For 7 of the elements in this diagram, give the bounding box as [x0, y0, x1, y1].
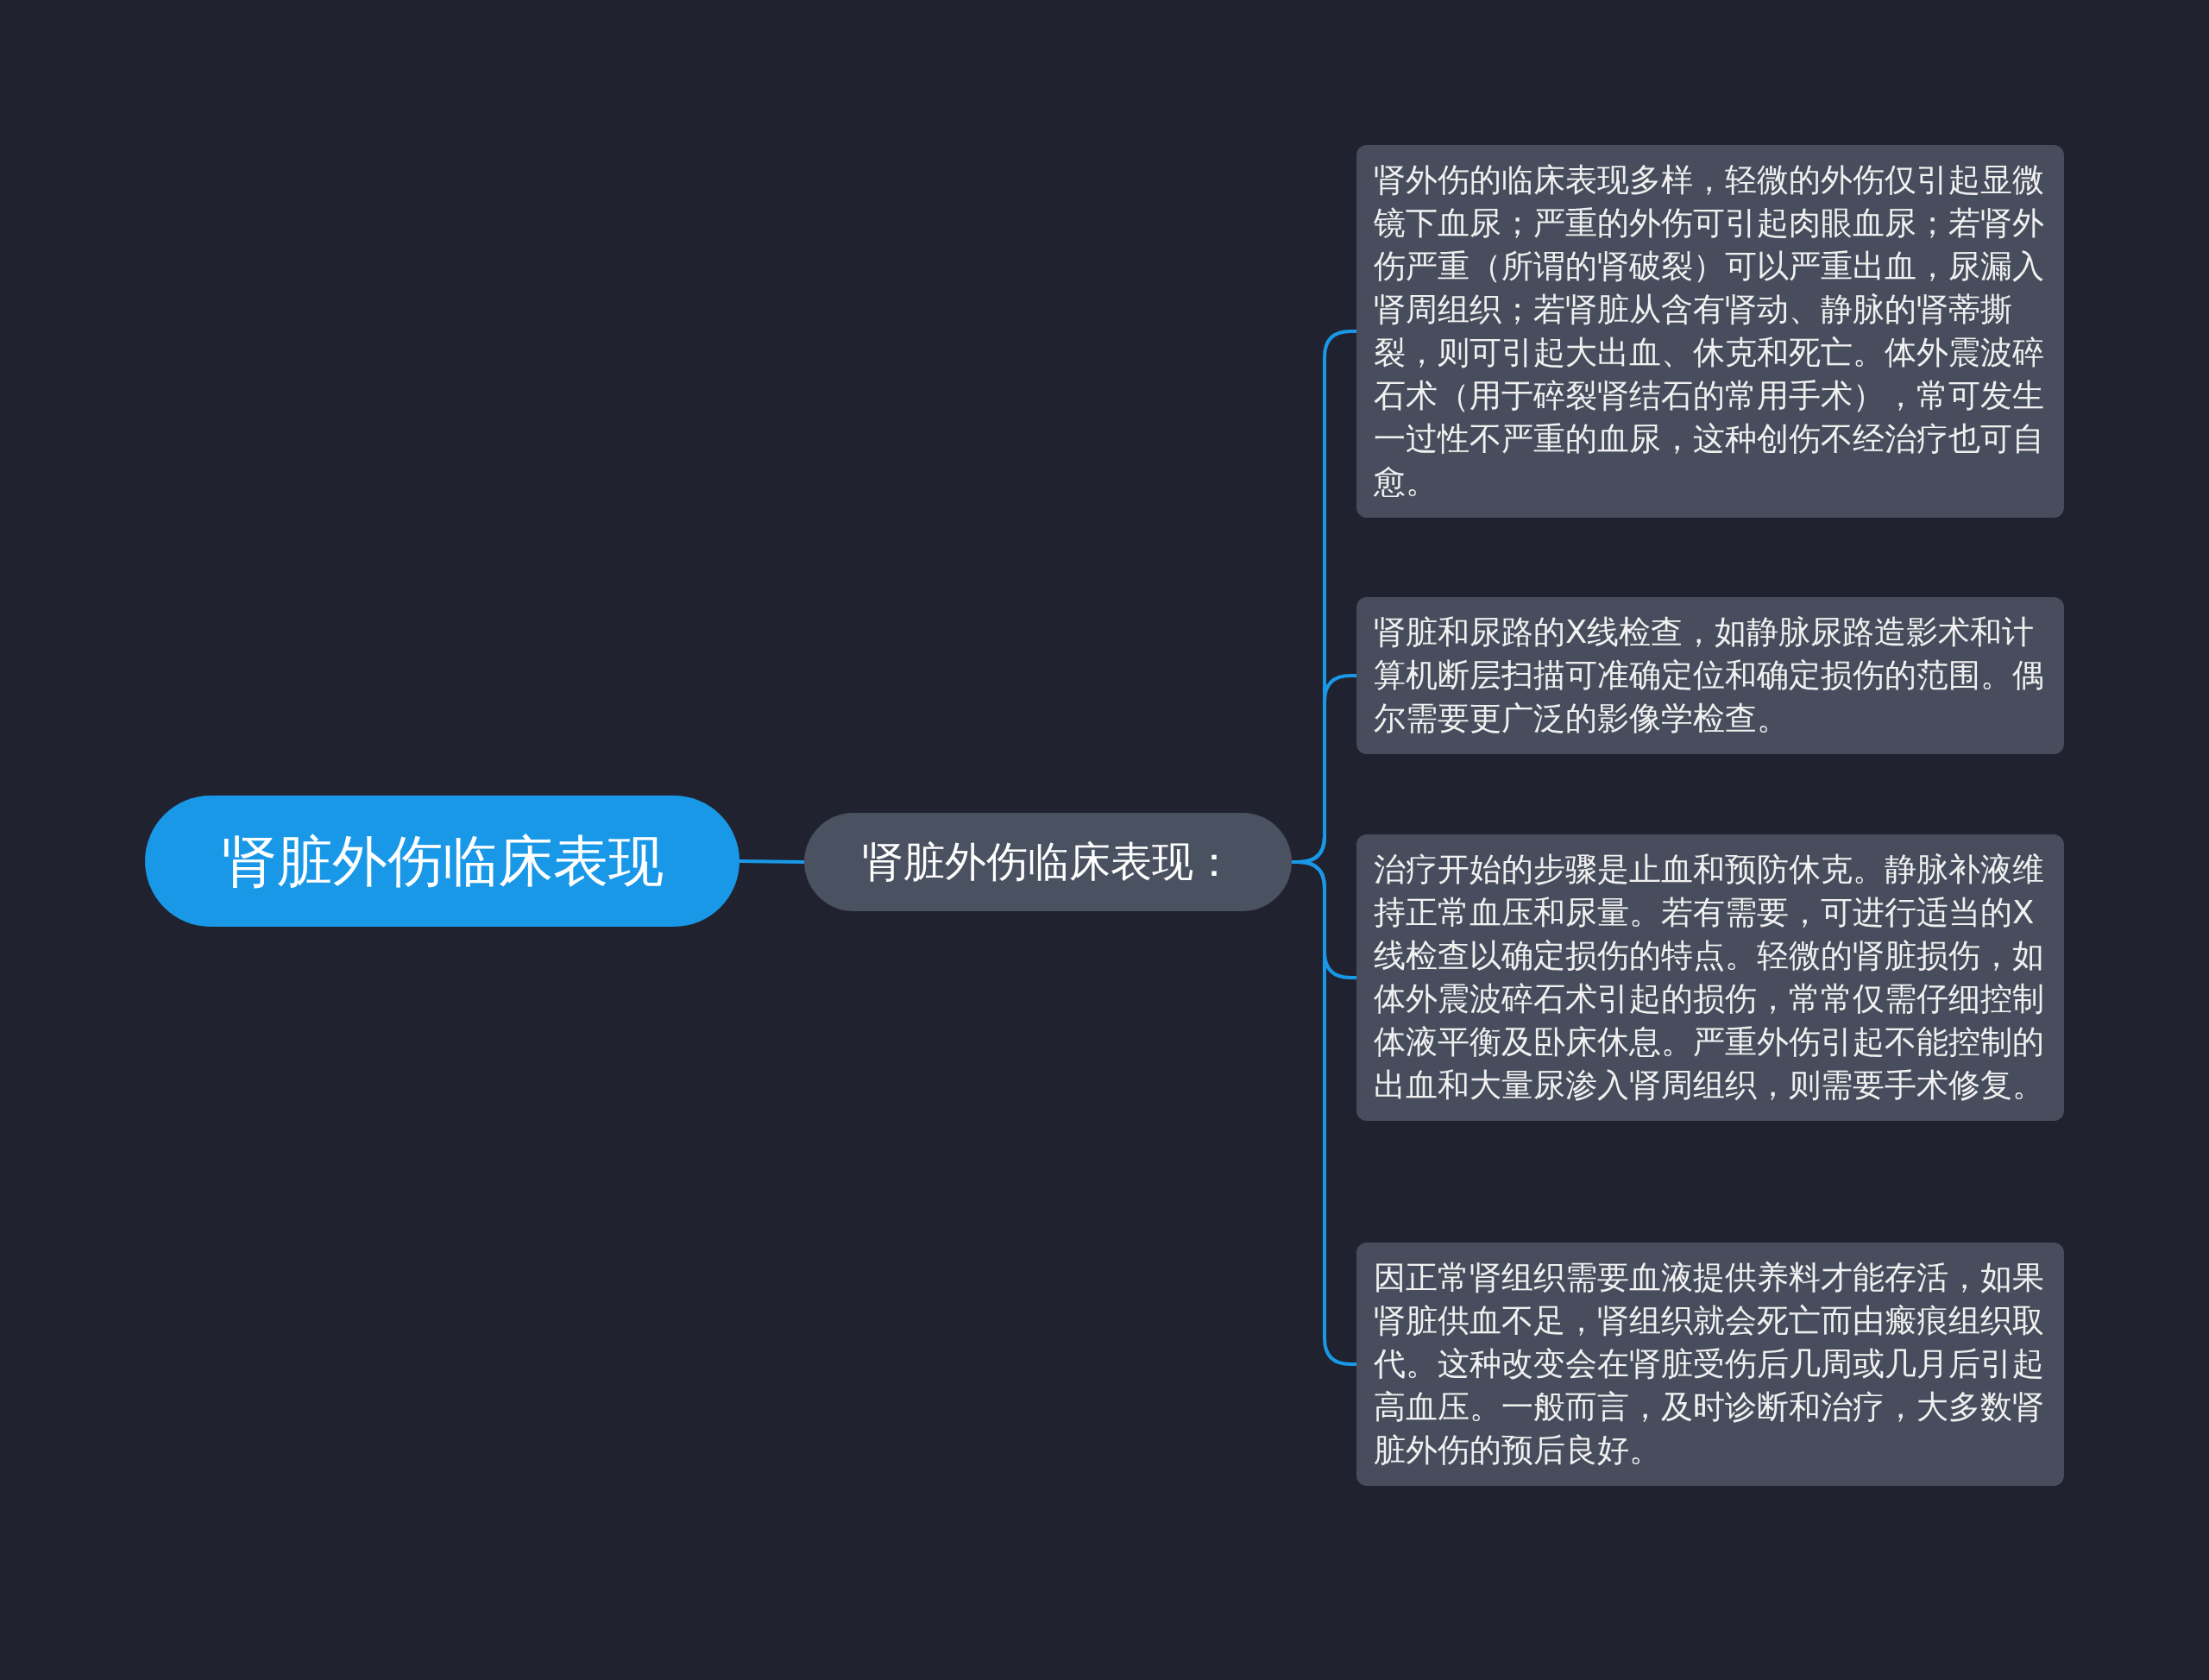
text-box: 肾脏和尿路的X线检查，如静脉尿路造影术和计算机断层扫描可准确定位和确定损伤的范围。偶尔需要更广泛的影像学检查。: [1356, 597, 2064, 754]
text-box: 肾外伤的临床表现多样，轻微的外伤仅引起显微镜下血尿；严重的外伤可引起肉眼血尿；若肾外伤严重（所谓的肾破裂）可以严重出血，尿漏入肾周组织；若肾脏从含有肾动、静脉的肾蒂撕裂，则可引起大出血、休克和死亡。体外震波碎石术（用于碎裂肾结石的常用手术），常可发生一过性不严重的血尿，这种创伤不经治疗也可自愈。: [1356, 145, 2064, 518]
connector-line: [739, 859, 805, 864]
root-topic-box: 肾脏外伤临床表现: [145, 796, 739, 927]
text-box: 因正常肾组织需要血液提供养料才能存活，如果肾脏供血不足，肾组织就会死亡而由瘢痕组织取代。这种改变会在肾脏受伤后几周或几月后引起高血压。一般而言，及时诊断和治疗，大多数肾脏外伤的预后良好。: [1356, 1243, 2064, 1486]
text-box: 治疗开始的步骤是止血和预防休克。静脉补液维持正常血压和尿量。若有需要，可进行适当的X线检查以确定损伤的特点。轻微的肾脏损伤，如体外震波碎石术引起的损伤，常常仅需仔细控制体液平衡及卧床休息。严重外伤引起不能控制的出血和大量尿渗入肾周组织，则需要手术修复。: [1356, 834, 2064, 1121]
topic-box: 肾脏外伤临床表现：: [804, 813, 1292, 911]
